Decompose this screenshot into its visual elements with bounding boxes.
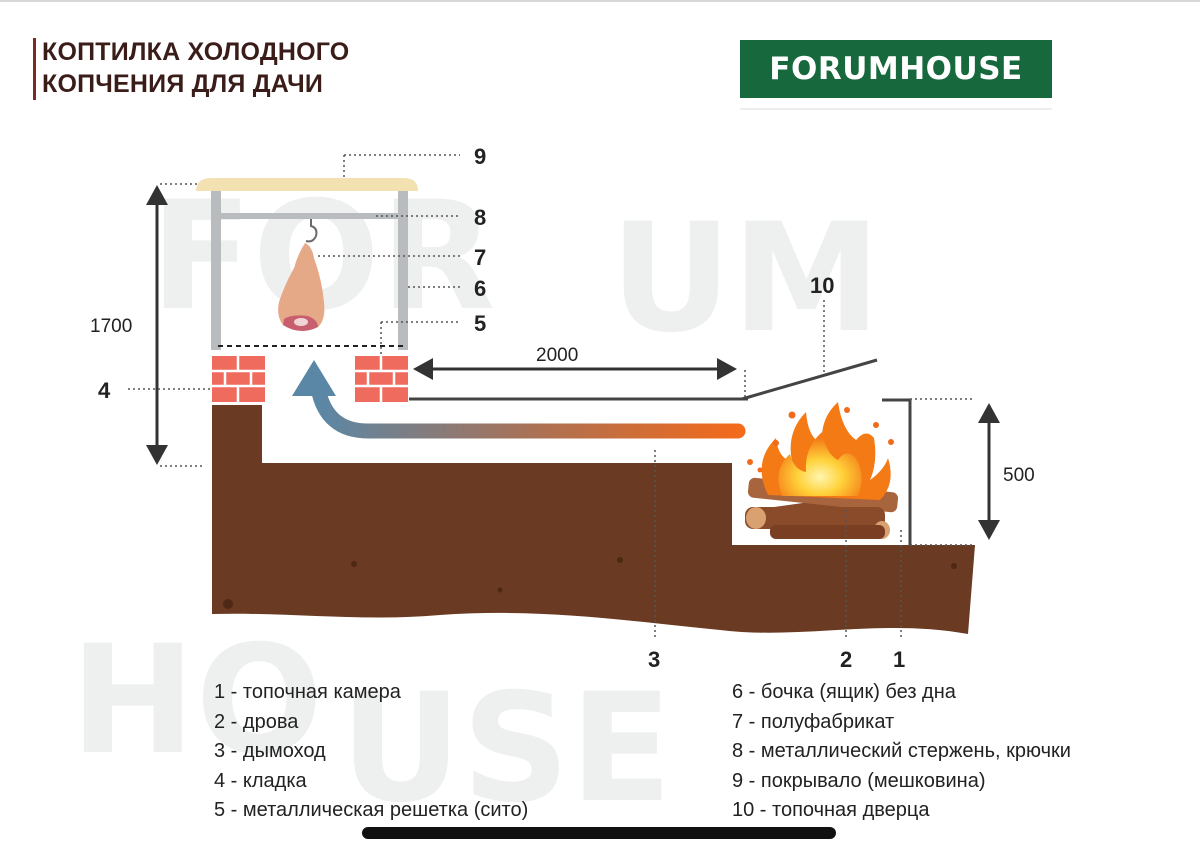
callout-5: 5 bbox=[474, 311, 486, 336]
legend-item-3: 3 - дымоход bbox=[214, 740, 326, 762]
dimension-arrows bbox=[146, 185, 1000, 540]
dimension-length: 2000 bbox=[536, 345, 578, 366]
legend-right: 6 - бочка (ящик) без дна 7 - полуфабрика… bbox=[732, 678, 1071, 826]
top-divider bbox=[0, 0, 1200, 2]
masonry-left bbox=[212, 356, 265, 402]
logo-underline bbox=[740, 108, 1052, 110]
title-accent-bar bbox=[33, 38, 36, 100]
soil-pebbles bbox=[223, 557, 957, 609]
callout-4: 4 bbox=[98, 378, 111, 403]
soil bbox=[212, 405, 975, 634]
callout-7: 7 bbox=[474, 245, 486, 270]
callout-8: 8 bbox=[474, 205, 486, 230]
ham bbox=[278, 243, 325, 332]
title-line-1: КОПТИЛКА ХОЛОДНОГО bbox=[42, 38, 350, 66]
barrel-wall-right bbox=[398, 188, 408, 350]
callout-3: 3 bbox=[648, 647, 660, 672]
burlap-cover bbox=[196, 178, 418, 191]
legend-item-7: 7 - полуфабрикат bbox=[732, 710, 895, 733]
callout-10: 10 bbox=[810, 273, 834, 298]
legend-item-6: 6 - бочка (ящик) без дна bbox=[732, 681, 956, 703]
fire bbox=[747, 402, 894, 500]
hook bbox=[305, 219, 318, 243]
watermark-um: UM bbox=[610, 192, 881, 366]
callout-2: 2 bbox=[840, 647, 852, 672]
forumhouse-logo: FORUMHOUSE bbox=[740, 40, 1052, 98]
legend-item-4: 4 - кладка bbox=[214, 769, 307, 792]
legend-item-8: 8 - металлический стержень, крючки bbox=[732, 740, 1071, 762]
callout-9: 9 bbox=[474, 144, 486, 169]
callout-1: 1 bbox=[893, 647, 905, 672]
watermark-ho: HO bbox=[70, 614, 323, 788]
firebox-wall bbox=[882, 398, 912, 545]
masonry-right bbox=[355, 356, 408, 402]
metal-rod bbox=[214, 213, 404, 219]
barrel-wall-left bbox=[211, 188, 221, 350]
watermark: FOR UM HO USE bbox=[70, 170, 881, 836]
firebox-door bbox=[741, 358, 878, 401]
callout-6: 6 bbox=[474, 276, 486, 301]
watermark-use: USE bbox=[340, 662, 672, 836]
dimension-firebox-height: 500 bbox=[1003, 465, 1035, 486]
home-indicator-bar[interactable] bbox=[362, 827, 836, 839]
legend-item-10: 10 - топочная дверца bbox=[732, 799, 930, 821]
title-line-2: КОПЧЕНИЯ ДЛЯ ДАЧИ bbox=[42, 70, 324, 98]
dimension-height: 1700 bbox=[90, 316, 132, 337]
legend-item-2: 2 - дрова bbox=[214, 710, 299, 733]
legend-item-9: 9 - покрывало (мешковина) bbox=[732, 769, 986, 792]
legend-left: 1 - топочная камера 2 - дрова 3 - дымохо… bbox=[214, 678, 528, 826]
leader-lines bbox=[128, 154, 975, 640]
legend-item-5: 5 - металлическая решетка (сито) bbox=[214, 799, 529, 821]
legend-item-1: 1 - топочная камера bbox=[214, 681, 401, 703]
page-title: КОПТИЛКА ХОЛОДНОГО КОПЧЕНИЯ ДЛЯ ДАЧИ bbox=[42, 36, 482, 100]
smoke-flow bbox=[310, 380, 746, 439]
smoke-arrow-head bbox=[292, 360, 336, 396]
